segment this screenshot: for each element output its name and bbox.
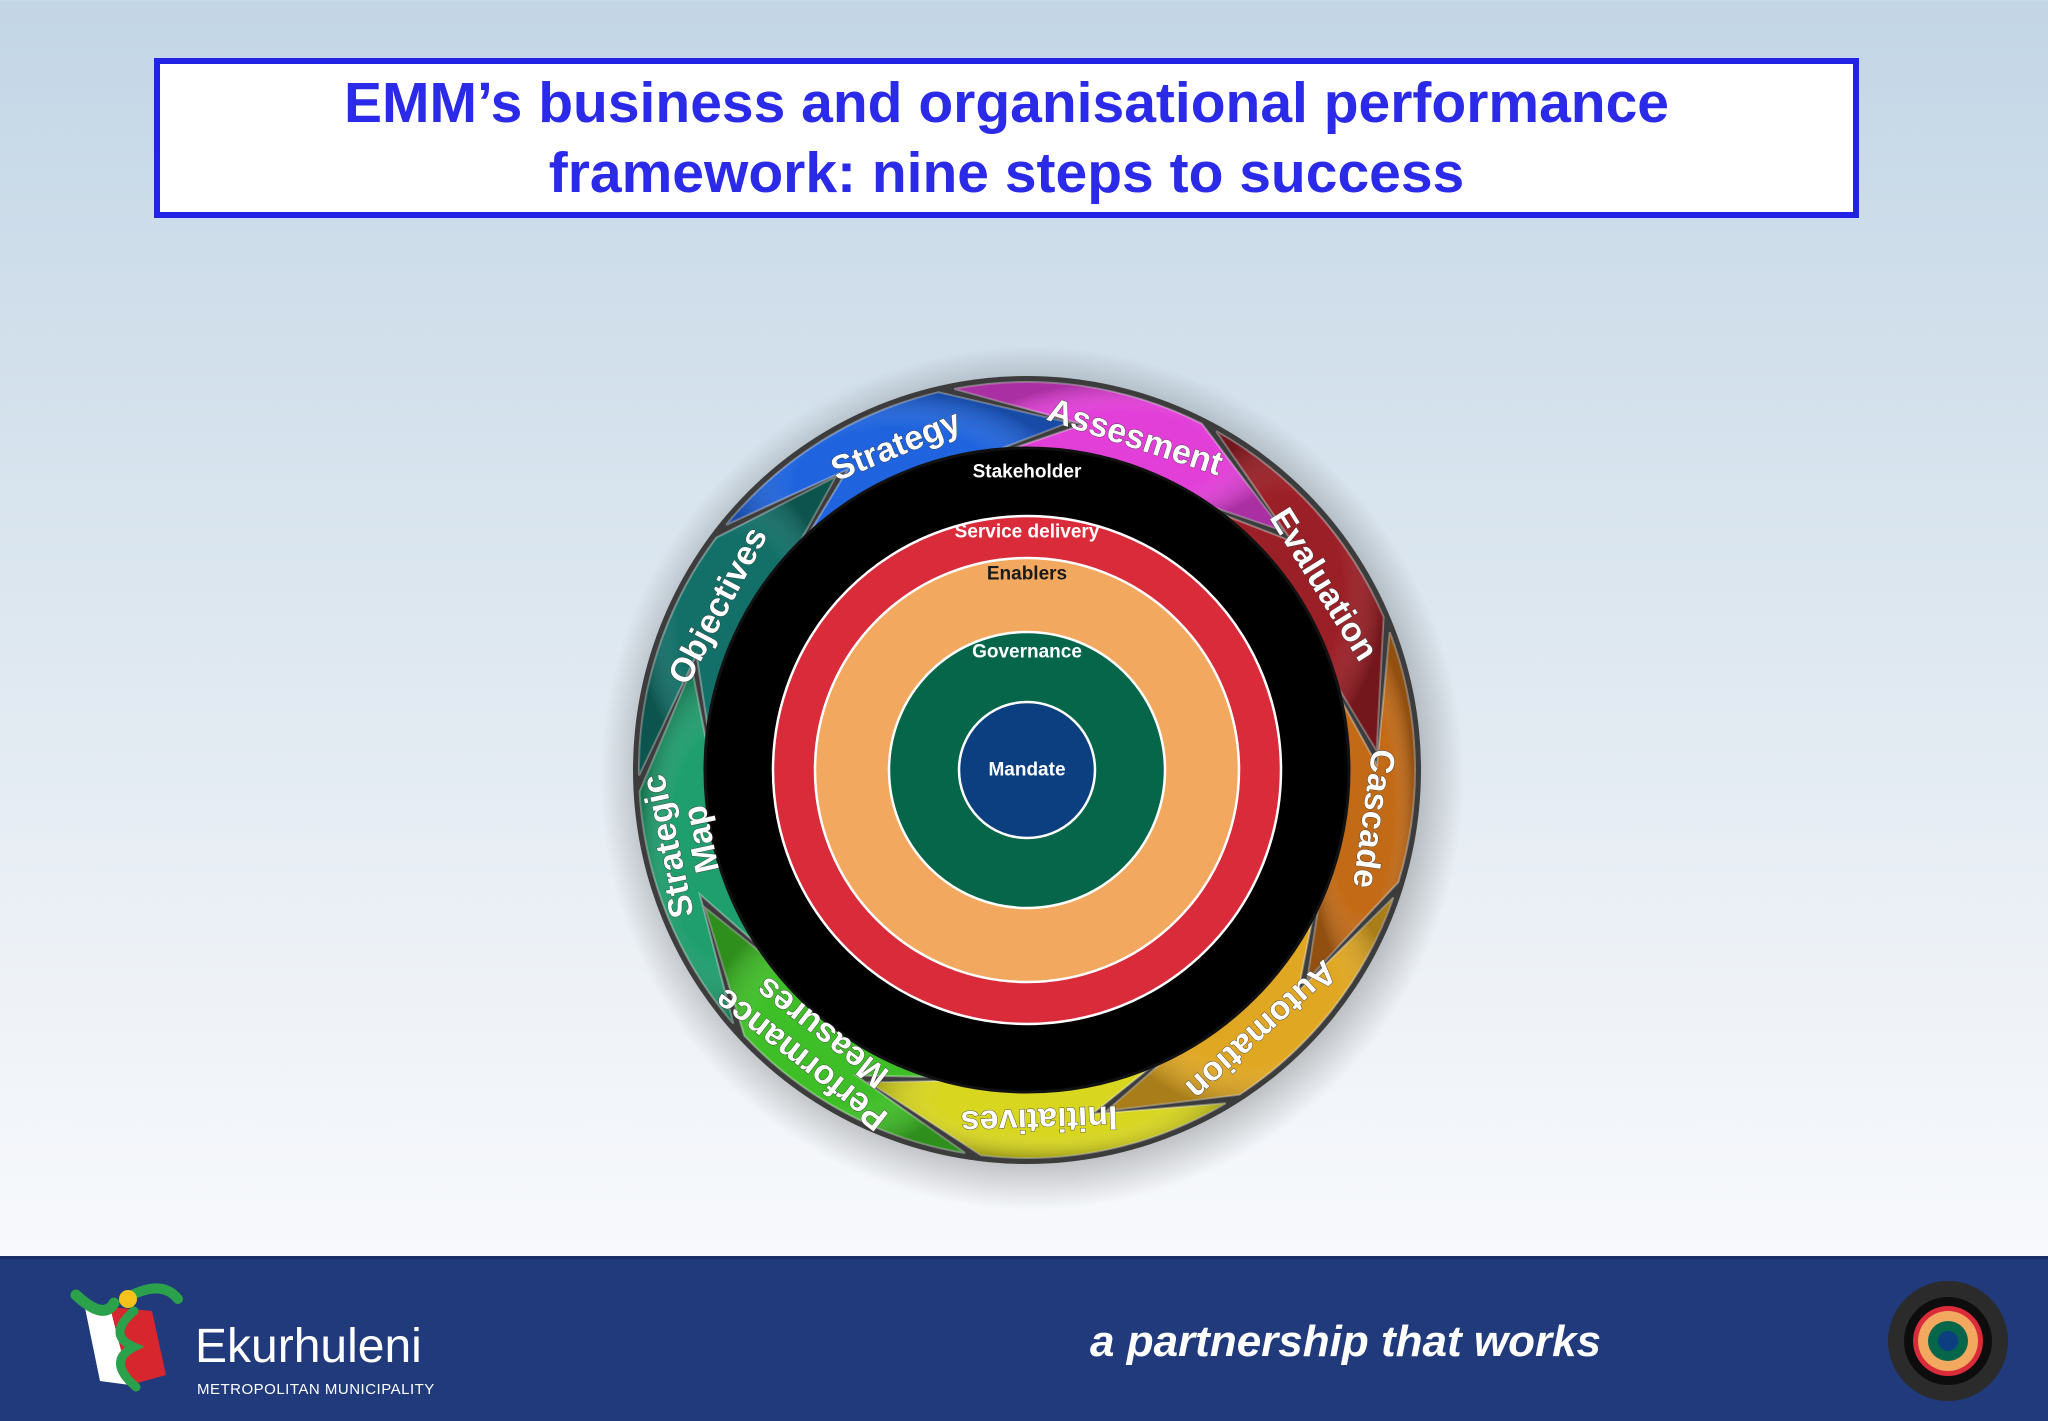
mini-wheel-icon bbox=[1888, 1281, 2008, 1401]
ring-label-governance: Governance bbox=[972, 642, 1082, 663]
title-line-2: framework: nine steps to success bbox=[548, 141, 1465, 205]
ring-label-service-delivery: Service delivery bbox=[955, 522, 1100, 543]
ring-label-mandate: Mandate bbox=[988, 760, 1065, 781]
ekurhuleni-logo-icon bbox=[70, 1283, 183, 1392]
framework-wheel-diagram: AssesmentEvaluationCascadeAutomationInit… bbox=[600, 346, 1464, 1210]
brand-subtitle: METROPOLITAN MUNICIPALITY bbox=[197, 1381, 435, 1398]
step-arrow-shading-objectives bbox=[638, 477, 836, 776]
ring-mandate bbox=[957, 700, 1097, 840]
tagline: a partnership that works bbox=[1090, 1317, 1602, 1366]
ring-label-enablers: Enablers bbox=[987, 564, 1067, 585]
footer-bar: Ekurhuleni METROPOLITAN MUNICIPALITY a p… bbox=[0, 1256, 2048, 1421]
step-arrow-shading-cascade bbox=[1307, 632, 1415, 980]
step-label-initiatives: Initiatives bbox=[960, 1098, 1118, 1141]
title-box: EMM’s business and organisational perfor… bbox=[154, 58, 1859, 218]
step-arrow-shading-assesment bbox=[954, 382, 1283, 531]
ring-label-stakeholder: Stakeholder bbox=[973, 462, 1082, 483]
title-line-1: EMM’s business and organisational perfor… bbox=[343, 71, 1670, 135]
brand-name: Ekurhuleni bbox=[195, 1320, 422, 1373]
